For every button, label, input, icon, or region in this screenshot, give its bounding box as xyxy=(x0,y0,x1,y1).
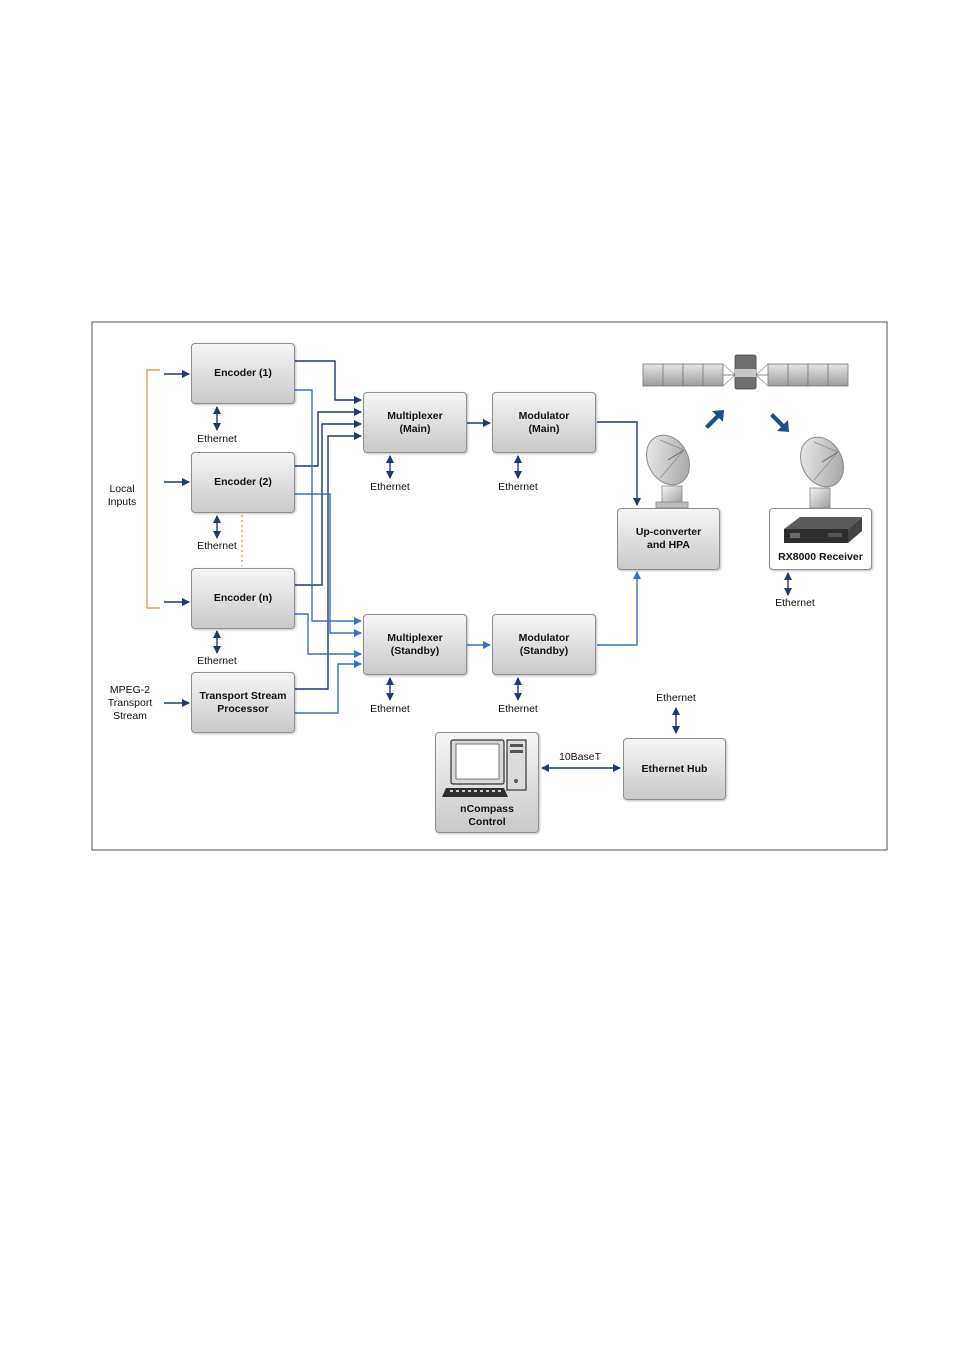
uplink-arrow-icon xyxy=(705,410,724,429)
satellite-icon xyxy=(642,354,849,390)
downlink-dish-icon xyxy=(800,436,844,509)
encoder-1-box[interactable]: Encoder (1) xyxy=(191,343,295,404)
link-modstandby-upconv xyxy=(597,571,641,646)
link-tsp-muxmain xyxy=(295,432,362,690)
ethernet-label-modstandby: Ethernet xyxy=(498,703,538,715)
ethernet-label-encn: Ethernet xyxy=(197,655,237,667)
uplink-dish-icon xyxy=(646,434,690,509)
link-enc2-muxmain xyxy=(295,408,362,467)
multiplexer-main-box[interactable]: Multiplexer (Main) xyxy=(363,392,467,453)
link-enc1-muxstandby xyxy=(295,389,362,625)
computer-icon xyxy=(442,739,527,797)
local-inputs-bracket xyxy=(146,369,160,609)
ncompass-control-box[interactable]: nCompass Control xyxy=(435,732,539,833)
encoder-2-box[interactable]: Encoder (2) xyxy=(191,452,295,513)
ncompass-label: nCompass Control xyxy=(460,803,514,828)
10baset-label: 10BaseT xyxy=(558,751,602,763)
modulator-main-box[interactable]: Modulator (Main) xyxy=(492,392,596,453)
transport-stream-processor-box[interactable]: Transport Stream Processor xyxy=(191,672,295,733)
ethernet-label-muxstandby: Ethernet xyxy=(370,703,410,715)
ethernet-label-muxmain: Ethernet xyxy=(370,481,410,493)
ethernet-label-modmain: Ethernet xyxy=(498,481,538,493)
upconverter-hpa-box[interactable]: Up-converter and HPA xyxy=(617,508,720,570)
receiver-device-icon xyxy=(784,517,862,543)
downlink-arrow-icon xyxy=(770,413,789,432)
link-encn-muxstandby xyxy=(295,613,362,658)
modulator-standby-box[interactable]: Modulator (Standby) xyxy=(492,614,596,675)
receiver-label: RX8000 Receiver xyxy=(778,551,863,563)
diagram-frame xyxy=(91,321,888,851)
encoder-n-box[interactable]: Encoder (n) xyxy=(191,568,295,629)
ethernet-label-receiver: Ethernet xyxy=(775,597,815,609)
mpeg2-transport-stream-label: MPEG-2 Transport Stream xyxy=(107,684,153,722)
link-modmain-upconv xyxy=(597,421,641,506)
link-tsp-muxstandby xyxy=(295,660,362,714)
ethernet-label-enc1: Ethernet xyxy=(197,433,237,445)
link-enc2-muxstandby xyxy=(295,493,362,637)
rx8000-receiver-box[interactable]: RX8000 Receiver xyxy=(769,508,872,570)
ethernet-hub-box[interactable]: Ethernet Hub xyxy=(623,738,726,800)
ethernet-label-hub: Ethernet xyxy=(656,692,696,704)
multiplexer-standby-box[interactable]: Multiplexer (Standby) xyxy=(363,614,467,675)
link-enc1-muxmain xyxy=(295,360,362,404)
ethernet-label-enc2: Ethernet xyxy=(197,540,237,552)
local-inputs-label: Local Inputs xyxy=(107,483,137,508)
link-encn-muxmain xyxy=(295,420,362,586)
